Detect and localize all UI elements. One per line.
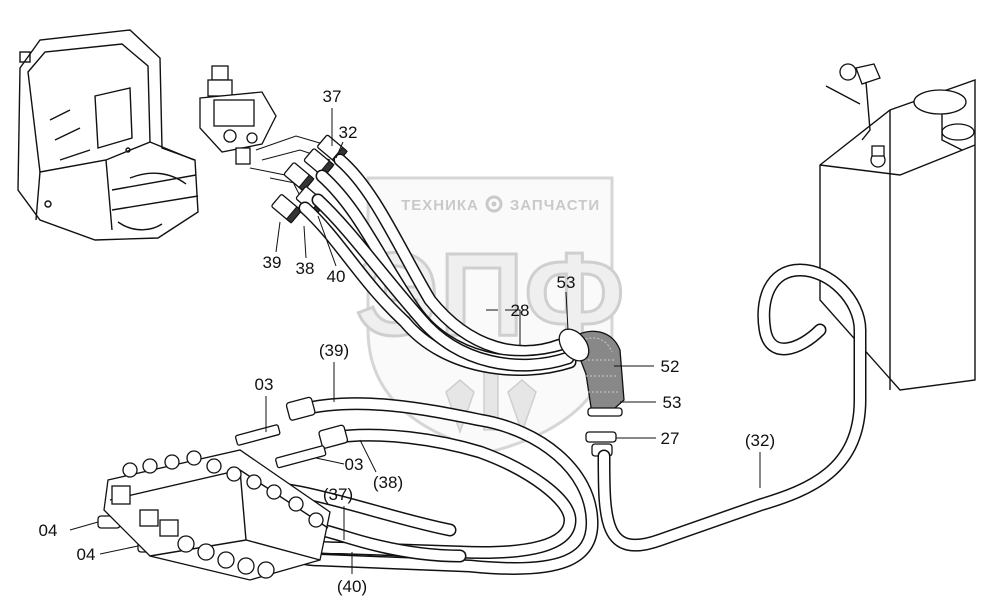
label-40: 40 xyxy=(327,267,346,286)
label-27: 27 xyxy=(661,429,680,448)
watermark-gear-icon xyxy=(485,195,503,213)
label-28: 28 xyxy=(511,301,530,320)
label-32-paren: (32) xyxy=(745,431,775,450)
watermark-right-word: ЗАПЧАСТИ xyxy=(510,197,600,214)
control-valve-block xyxy=(103,449,331,581)
label-38-paren: (38) xyxy=(373,473,403,492)
hydraulic-tank xyxy=(819,63,976,391)
label-53-top: 53 xyxy=(557,273,576,292)
label-39-paren: (39) xyxy=(319,341,349,360)
label-52: 52 xyxy=(661,357,680,376)
hose-bundle-upper xyxy=(298,153,577,376)
label-38: 38 xyxy=(296,259,315,278)
label-04-upper: 04 xyxy=(39,521,58,540)
label-32-top: 32 xyxy=(339,123,358,142)
label-03-upper: 03 xyxy=(255,375,274,394)
hose-clamp-top xyxy=(558,328,590,362)
label-40-paren: (40) xyxy=(337,577,367,596)
label-03-lower: 03 xyxy=(345,455,364,474)
hose-clamp-middle xyxy=(587,407,623,417)
hose-fitting-39 xyxy=(285,396,316,421)
watermark-left-word: ТЕХНИКА xyxy=(401,197,479,214)
pilot-valve-assembly xyxy=(199,65,331,197)
label-37-top: 37 xyxy=(323,87,342,106)
label-53-right: 53 xyxy=(663,393,682,412)
leader-lines xyxy=(69,108,761,574)
hose-fitting-38 xyxy=(318,424,349,449)
label-39: 39 xyxy=(263,253,282,272)
part-labels: 37 32 39 38 40 28 53 52 53 27 (39) 03 03… xyxy=(39,87,776,596)
excavator-cab-icon xyxy=(17,29,199,241)
label-37-paren: (37) xyxy=(323,485,353,504)
adapter-03-lower xyxy=(275,445,327,469)
hose-32-return xyxy=(597,263,867,552)
adapter-03-upper xyxy=(234,424,281,446)
label-04-lower: 04 xyxy=(77,545,96,564)
